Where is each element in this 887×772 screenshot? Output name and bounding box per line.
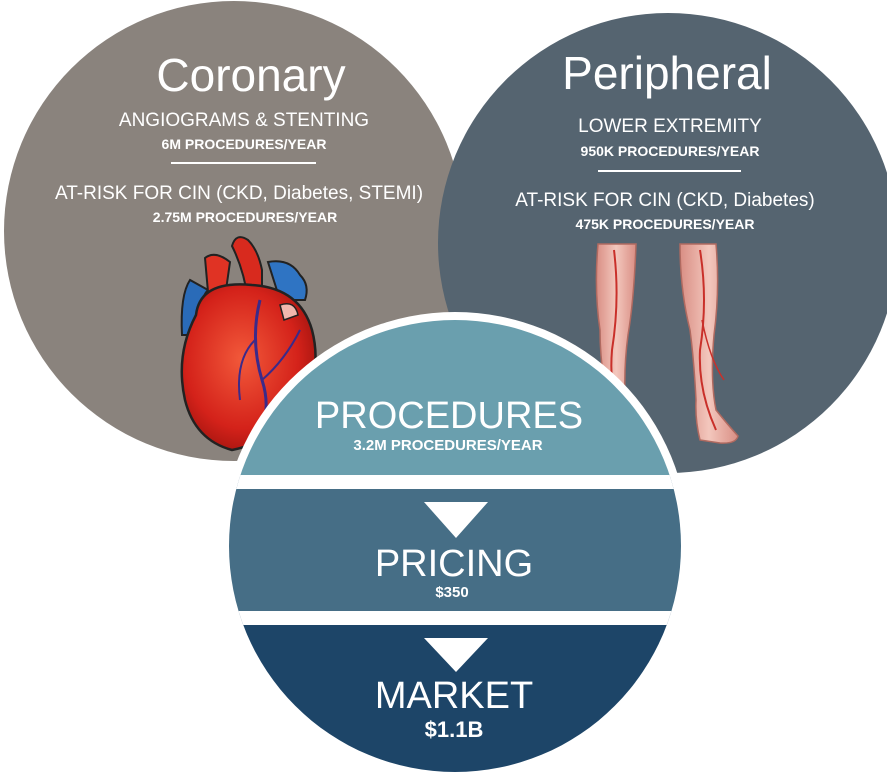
peripheral-subtitle: LOWER EXTREMITY	[578, 116, 762, 137]
peripheral-title: Peripheral	[562, 47, 772, 99]
pricing-value: $350	[435, 584, 468, 601]
market-label: MARKET	[375, 675, 533, 717]
coronary-title: Coronary	[156, 49, 345, 101]
market-value: $1.1B	[425, 717, 484, 742]
peripheral-risk-stat: 475K PROCEDURES/YEAR	[576, 216, 755, 232]
divider-1	[200, 475, 720, 489]
divider-2	[200, 611, 720, 625]
coronary-risk-stat: 2.75M PROCEDURES/YEAR	[153, 209, 337, 225]
pricing-label: PRICING	[375, 543, 533, 585]
procedures-label: PROCEDURES	[315, 395, 583, 437]
coronary-risk: AT-RISK FOR CIN (CKD, Diabetes, STEMI)	[55, 183, 423, 204]
peripheral-risk: AT-RISK FOR CIN (CKD, Diabetes)	[515, 190, 814, 211]
coronary-subtitle-stat: 6M PROCEDURES/YEAR	[162, 136, 327, 152]
procedures-value: 3.2M PROCEDURES/YEAR	[353, 437, 542, 454]
peripheral-subtitle-stat: 950K PROCEDURES/YEAR	[581, 143, 760, 159]
coronary-subtitle: ANGIOGRAMS & STENTING	[119, 110, 369, 131]
